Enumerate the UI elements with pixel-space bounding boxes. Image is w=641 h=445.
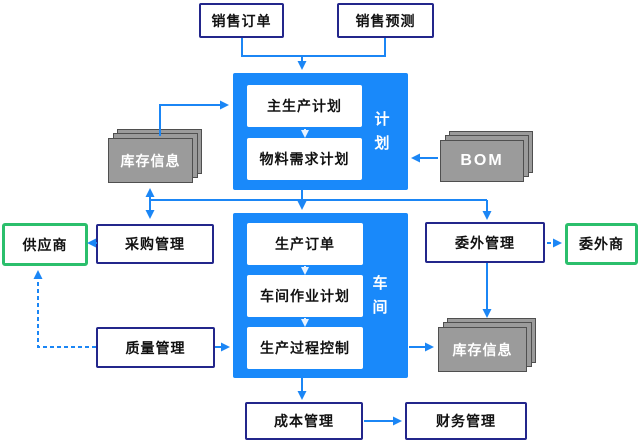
node-inventory-info-left: 库存信息 [108, 138, 193, 183]
node-material-requirements-plan: 物料需求计划 [247, 138, 362, 180]
node-finance: 财务管理 [405, 402, 527, 440]
inventory-right-label: 库存信息 [438, 327, 527, 372]
node-outsourcing-vendor: 委外商 [565, 223, 638, 265]
node-inventory-info-right: 库存信息 [438, 327, 527, 372]
label-workshop-group: 车间 [372, 275, 388, 316]
node-master-production-plan: 主生产计划 [247, 85, 362, 127]
inventory-left-label: 库存信息 [108, 138, 193, 183]
node-cost: 成本管理 [245, 402, 363, 440]
edge-quality-to-supplier-dashed [33, 270, 96, 348]
node-workshop-schedule: 车间作业计划 [247, 275, 363, 317]
node-sales-forecast: 销售预测 [337, 3, 434, 38]
label-plan-group: 计划 [374, 111, 390, 152]
node-supplier: 供应商 [2, 223, 88, 266]
node-purchasing: 采购管理 [96, 224, 214, 264]
node-process-control: 生产过程控制 [247, 327, 363, 369]
node-production-order: 生产订单 [247, 223, 363, 265]
node-quality: 质量管理 [96, 327, 215, 368]
node-bom: BOM [440, 140, 524, 182]
node-sales-order: 销售订单 [199, 3, 284, 38]
bom-label: BOM [440, 140, 524, 182]
node-outsourcing-mgmt: 委外管理 [425, 222, 545, 263]
